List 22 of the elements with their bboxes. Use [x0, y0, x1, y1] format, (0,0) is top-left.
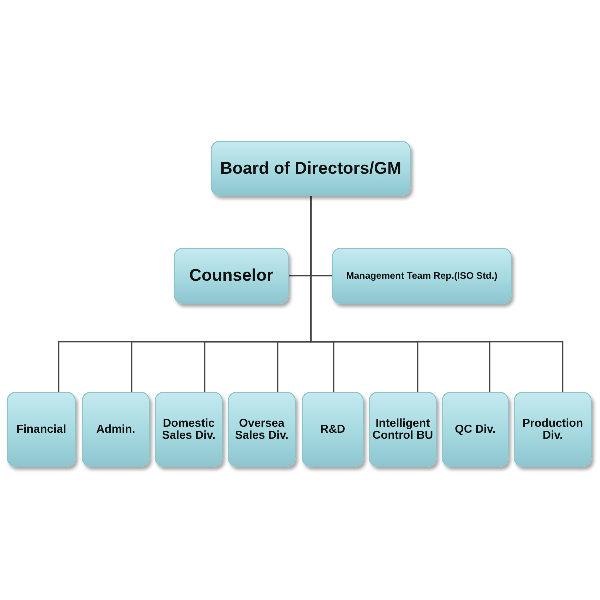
- box-label: R&D: [320, 424, 346, 436]
- org-box: [82, 392, 150, 467]
- org-box: [302, 392, 364, 467]
- box-label: Intelligent Control BU: [372, 418, 434, 442]
- box-label: Production Div.: [522, 418, 584, 442]
- org-box: [442, 392, 509, 467]
- org-box: [369, 392, 437, 467]
- org-box: [155, 392, 223, 467]
- box-label: Board of Directors/GM: [220, 158, 402, 178]
- box-label: QC Div.: [455, 424, 496, 436]
- box-label: Domestic Sales Div.: [161, 418, 217, 442]
- org-box: [332, 248, 512, 304]
- box-label: Admin.: [96, 424, 136, 436]
- org-box: [514, 392, 592, 467]
- org-box: [174, 248, 289, 304]
- box-label: Oversea Sales Div.: [234, 418, 290, 442]
- org-box: [228, 392, 296, 467]
- org-box: [7, 392, 76, 467]
- org-box: [211, 141, 411, 196]
- box-label: Counselor: [189, 266, 274, 286]
- box-label: Management Team Rep.(ISO Std.): [346, 270, 498, 282]
- box-label: Financial: [16, 424, 66, 436]
